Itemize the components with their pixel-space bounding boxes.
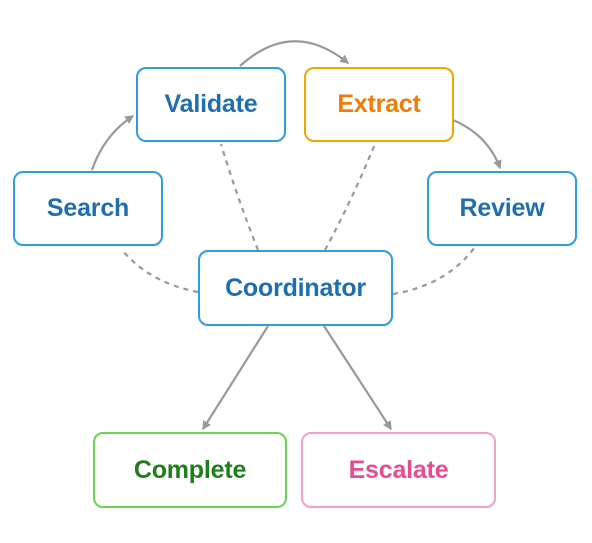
edge-coordinator-validate [219,143,260,251]
edge-coordinator-extract [324,143,377,251]
node-extract-label: Extract [337,90,421,118]
node-escalate-label: Escalate [348,455,449,484]
node-escalate[interactable]: Escalate [301,432,496,508]
edge-coordinator-search [121,249,199,294]
arrow-validate-to-extract [239,40,350,67]
edge-coordinator-review [392,246,476,296]
arrow-coordinator-to-complete [202,325,269,431]
node-coordinator[interactable]: Coordinator [198,250,393,326]
arrow-search-to-validate [90,115,135,171]
arrow-coordinator-to-escalate [323,325,392,431]
node-review[interactable]: Review [427,171,577,246]
node-complete-label: Complete [133,455,247,484]
node-validate[interactable]: Validate [136,67,286,142]
node-extract[interactable]: Extract [304,67,454,142]
node-coordinator-label: Coordinator [225,273,366,302]
node-search[interactable]: Search [13,171,163,246]
node-complete[interactable]: Complete [93,432,287,508]
node-validate-label: Validate [164,90,258,118]
node-review-label: Review [459,194,545,222]
arrow-extract-to-review [452,118,502,170]
node-search-label: Search [46,194,130,222]
